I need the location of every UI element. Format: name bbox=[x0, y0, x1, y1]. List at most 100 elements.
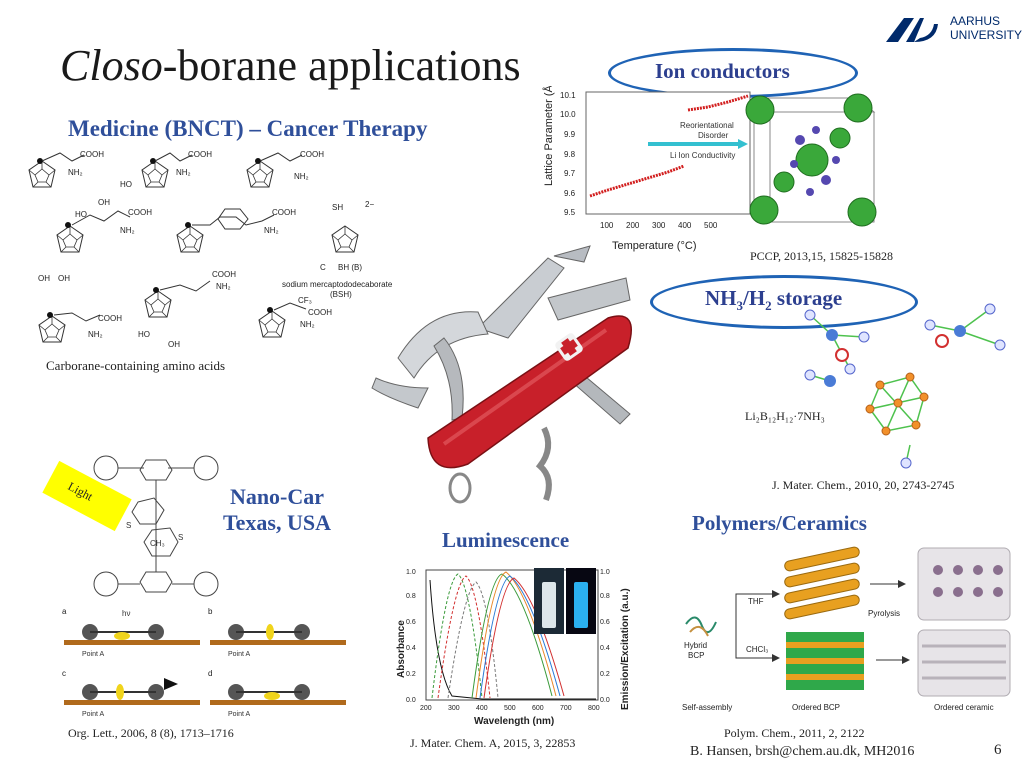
poly-ordered-bcp: Ordered BCP bbox=[792, 703, 840, 712]
c-label: C bbox=[320, 263, 326, 272]
nh2-label-4: NH₂ bbox=[120, 226, 135, 235]
lum-xlabel: Wavelength (nm) bbox=[474, 716, 554, 727]
nh2-label: NH₂ bbox=[68, 168, 83, 177]
point-a-3: Point A bbox=[82, 711, 105, 718]
nh3-pre: NH bbox=[705, 286, 737, 310]
panel-a: a bbox=[62, 607, 67, 616]
lum-ytick-r2: 0.4 bbox=[600, 645, 610, 652]
cooh-label-2: COOH bbox=[188, 150, 212, 159]
nh3-sub2: 2 bbox=[765, 298, 772, 314]
nh3-oval bbox=[650, 275, 918, 329]
oh-label-4: OH bbox=[168, 340, 180, 349]
nh2-label-3: NH₂ bbox=[294, 172, 309, 181]
panel-c: c bbox=[62, 669, 66, 678]
nanocar-heading-2: Texas, USA bbox=[223, 510, 331, 535]
polymer-scheme: Hybrid BCP THF CHCl₃ Pyrolysis Self-asse… bbox=[682, 546, 1011, 712]
nh2-label-6: NH₂ bbox=[88, 330, 103, 339]
ion-ytick-3: 9.8 bbox=[564, 150, 576, 159]
lum-ytick-l5: 1.0 bbox=[406, 569, 416, 576]
ion-heading: Ion conductors bbox=[655, 59, 790, 83]
lum-xtick-1: 300 bbox=[448, 705, 460, 712]
lum-ytick-l3: 0.6 bbox=[406, 619, 416, 626]
sh-label: SH bbox=[332, 203, 343, 212]
bsh-name: sodium mercaptododecaborate bbox=[282, 280, 393, 289]
lum-ytick-r5: 1.0 bbox=[600, 569, 610, 576]
title-rest: -borane applications bbox=[162, 41, 521, 90]
au-logo: AARHUS UNIVERSITY bbox=[884, 12, 1022, 46]
cooh-label-6: COOH bbox=[98, 314, 122, 323]
carborane-structures: COOH NH₂ COOH NH₂ HO COOH NH₂ COOH NH₂ H… bbox=[28, 150, 393, 349]
footer-author: B. Hansen, brsh@chem.au.dk, MH2016 bbox=[690, 744, 915, 759]
ion-xlabel: Temperature (°C) bbox=[612, 240, 696, 252]
ion-xtick-0: 100 bbox=[600, 221, 614, 230]
point-a-1: Point A bbox=[82, 651, 105, 658]
luminescence-citation: J. Mater. Chem. A, 2015, 3, 22853 bbox=[410, 736, 576, 750]
lum-xtick-2: 400 bbox=[476, 705, 488, 712]
logo-line1: AARHUS bbox=[950, 14, 1001, 28]
ho-label: HO bbox=[120, 180, 132, 189]
ion-reorient-label: Reorientational bbox=[680, 121, 734, 130]
poly-self-assembly: Self-assembly bbox=[682, 703, 732, 712]
ho-label-3: HO bbox=[138, 330, 150, 339]
lum-ytick-l2: 0.4 bbox=[406, 645, 416, 652]
nh3-heading: NH3/H2 storage bbox=[705, 286, 842, 314]
cooh-label-8: COOH bbox=[308, 308, 332, 317]
ion-xtick-2: 300 bbox=[652, 221, 666, 230]
cooh-label: COOH bbox=[80, 150, 104, 159]
nanocar-citation: Org. Lett., 2006, 8 (8), 1713–1716 bbox=[68, 726, 234, 740]
luminescence-heading: Luminescence bbox=[442, 528, 570, 552]
logo-line2: UNIVERSITY bbox=[950, 28, 1023, 42]
oh-label-3: OH bbox=[58, 274, 70, 283]
nh3-sub1: 3 bbox=[736, 298, 744, 314]
nanocar-heading: Nano-Car Texas, USA bbox=[222, 484, 332, 536]
ion-disorder-label: Disorder bbox=[698, 131, 729, 140]
poly-bcp: BCP bbox=[688, 651, 704, 660]
cooh-label-5: COOH bbox=[272, 208, 296, 217]
oh-label-2: OH bbox=[38, 274, 50, 283]
nh2-label-7: NH₂ bbox=[216, 282, 231, 291]
lum-ytick-r3: 0.6 bbox=[600, 619, 610, 626]
panel-b: b bbox=[208, 607, 213, 616]
cf3-label: CF₃ bbox=[298, 296, 312, 305]
nh3-post: storage bbox=[771, 286, 843, 310]
crystal-structure bbox=[745, 93, 877, 227]
point-a-4: Point A bbox=[228, 711, 251, 718]
ion-citation: PCCP, 2013,15, 15825-15828 bbox=[750, 249, 894, 263]
charge-label: 2− bbox=[365, 200, 374, 209]
lum-ytick-l0: 0.0 bbox=[406, 697, 416, 704]
cooh-label-3: COOH bbox=[300, 150, 324, 159]
swiss-army-knife-icon bbox=[371, 245, 632, 504]
ion-xtick-3: 400 bbox=[678, 221, 692, 230]
point-a-2: Point A bbox=[228, 651, 251, 658]
polymers-citation: Polym. Chem., 2011, 2, 2122 bbox=[724, 726, 865, 740]
lum-ytick-l4: 0.8 bbox=[406, 593, 416, 600]
nh3-mid: /H bbox=[743, 286, 766, 310]
luminescence-chart: Absorbance Emission/Excitation (a.u.) 0.… bbox=[396, 568, 631, 727]
nh2-label-5: NH₂ bbox=[264, 226, 279, 235]
ion-xtick-1: 200 bbox=[626, 221, 640, 230]
oh-label: OH bbox=[98, 198, 110, 207]
nanocar-panels: a b c d hν Point A Point A Point A Point… bbox=[62, 607, 346, 718]
poly-thf: THF bbox=[748, 597, 764, 606]
ho-label-2: HO bbox=[75, 210, 87, 219]
polymers-heading: Polymers/Ceramics bbox=[692, 511, 867, 535]
nanocar-ch3: CH₃ bbox=[150, 539, 165, 548]
slide-title: Closo-borane applications bbox=[60, 40, 521, 91]
ion-ytick-5: 9.6 bbox=[564, 189, 576, 198]
ammine-molecule bbox=[804, 303, 1006, 469]
cooh-label-7: COOH bbox=[212, 270, 236, 279]
ion-xtick-4: 500 bbox=[704, 221, 718, 230]
panel-d: d bbox=[208, 669, 212, 678]
lattice-chart: Lattice Parameter (Å) 10.1 10.0 9.9 9.8 … bbox=[542, 86, 751, 252]
lum-ytick-r1: 0.2 bbox=[600, 671, 610, 678]
ion-ytick-0: 10.1 bbox=[560, 91, 576, 100]
medicine-heading: Medicine (BNCT) – Cancer Therapy bbox=[68, 116, 428, 141]
cooh-label-4: COOH bbox=[128, 208, 152, 217]
poly-ordered-ceramic: Ordered ceramic bbox=[934, 703, 994, 712]
nh3-citation: J. Mater. Chem., 2010, 20, 2743-2745 bbox=[772, 478, 955, 492]
lum-xtick-0: 200 bbox=[420, 705, 432, 712]
lum-ytick-r0: 0.0 bbox=[600, 697, 610, 704]
ion-ytick-2: 9.9 bbox=[564, 130, 576, 139]
poly-chcl3: CHCl₃ bbox=[746, 645, 768, 654]
ion-ytick-6: 9.5 bbox=[564, 208, 576, 217]
